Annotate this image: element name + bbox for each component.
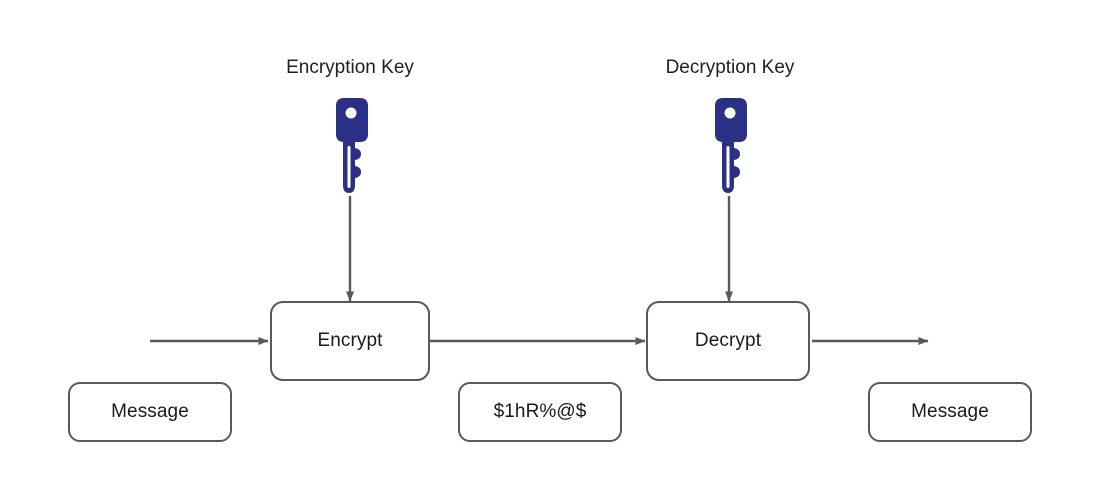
key-icon bbox=[336, 98, 368, 193]
message-output-node[interactable]: Message bbox=[868, 382, 1032, 442]
decryption-key-icon-wrap bbox=[709, 96, 751, 198]
key-icon bbox=[715, 98, 747, 193]
encryption-key-label: Encryption Key bbox=[286, 57, 414, 78]
message-input-node[interactable]: Message bbox=[68, 382, 232, 442]
decryption-key-label: Decryption Key bbox=[665, 57, 795, 78]
encrypt-node[interactable]: Encrypt bbox=[270, 301, 430, 381]
encryption-key-icon-wrap bbox=[330, 96, 372, 198]
ciphertext-node[interactable]: $1hR%@$ bbox=[458, 382, 622, 442]
decrypt-node[interactable]: Decrypt bbox=[646, 301, 810, 381]
